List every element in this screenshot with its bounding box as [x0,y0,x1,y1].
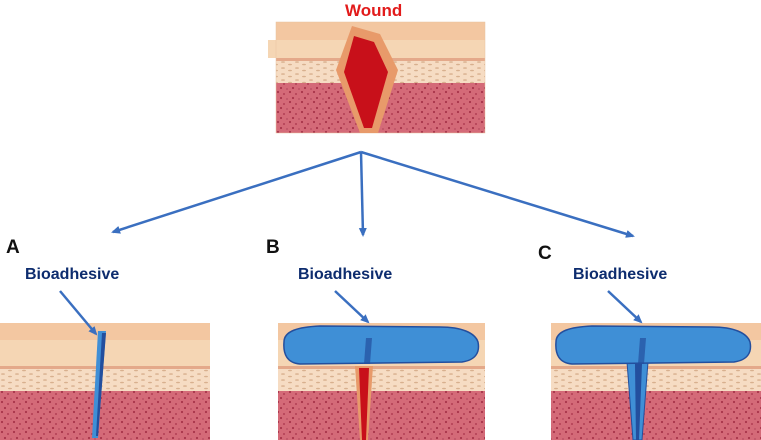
panel-b-bioadhesive-patch [283,325,480,365]
panel-b-bioadhesive-label: Bioadhesive [298,266,393,283]
panel-b-letter: B [266,237,280,258]
wound-blood [344,36,388,128]
panel-c-letter: C [538,243,552,264]
arrow-to-c [360,150,635,238]
arrow-to-a [111,150,362,234]
wound-skin-block [268,21,486,134]
panel-c-bioadhesive-label: Bioadhesive [573,266,668,283]
panel-c-bioadhesive-patch [555,325,752,365]
panel-a-letter: A [6,237,20,258]
wound-title: Wound [345,1,403,20]
panel-c-skin [551,290,761,440]
panel-a-skin [0,290,210,440]
arrow-to-b [358,151,367,237]
panel-b-pointer-arrow [334,290,370,324]
panel-a-pointer-arrow [59,290,98,336]
panel-a-bioadhesive-label: Bioadhesive [25,266,120,283]
panel-b-skin [278,290,485,440]
branch-arrows [111,150,635,238]
panel-c-pointer-arrow [607,290,643,324]
